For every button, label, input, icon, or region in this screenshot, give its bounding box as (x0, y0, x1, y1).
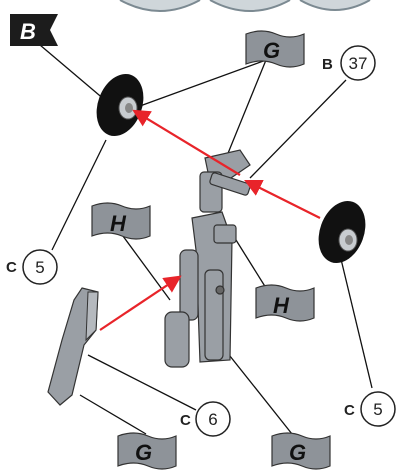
callout-c6-number: 6 (208, 410, 217, 429)
flag-b: B (10, 14, 58, 46)
flag-h-right: H (255, 284, 315, 322)
callout-c5-left-number: 5 (35, 258, 44, 277)
callout-c5-right: C 5 (344, 391, 396, 427)
flag-g-top: G (245, 30, 305, 68)
leader-lines (39, 44, 373, 435)
flag-g-bottom-left: G (117, 432, 177, 470)
callout-b37: B 37 (322, 45, 376, 81)
callout-c6-prefix: C (180, 412, 191, 429)
flag-h-left: H (91, 202, 151, 240)
callout-c6: C 6 (180, 401, 231, 437)
assembly-arrows (99, 109, 321, 331)
callout-c5-right-prefix: C (344, 402, 355, 419)
callout-c5-left: C 5 (6, 249, 58, 285)
callout-b37-prefix: B (322, 56, 333, 73)
flag-h-right-label: H (273, 293, 290, 318)
flag-g-bottom-right-label: G (289, 440, 306, 465)
flag-b-label: B (20, 19, 36, 44)
top-decorative-arcs (119, 0, 371, 12)
wheel-left (96, 74, 144, 136)
flag-g-bottom-left-label: G (135, 440, 152, 465)
flag-g-top-label: G (263, 38, 280, 63)
callout-b37-number: 37 (349, 54, 368, 73)
callout-c5-left-prefix: C (6, 259, 17, 276)
flag-h-left-label: H (110, 211, 127, 236)
wheel-right (318, 201, 366, 263)
callout-c5-right-number: 5 (373, 400, 382, 419)
flag-g-bottom-right: G (271, 432, 331, 470)
landing-gear-leg (164, 149, 251, 368)
gear-door-panel (47, 287, 99, 406)
